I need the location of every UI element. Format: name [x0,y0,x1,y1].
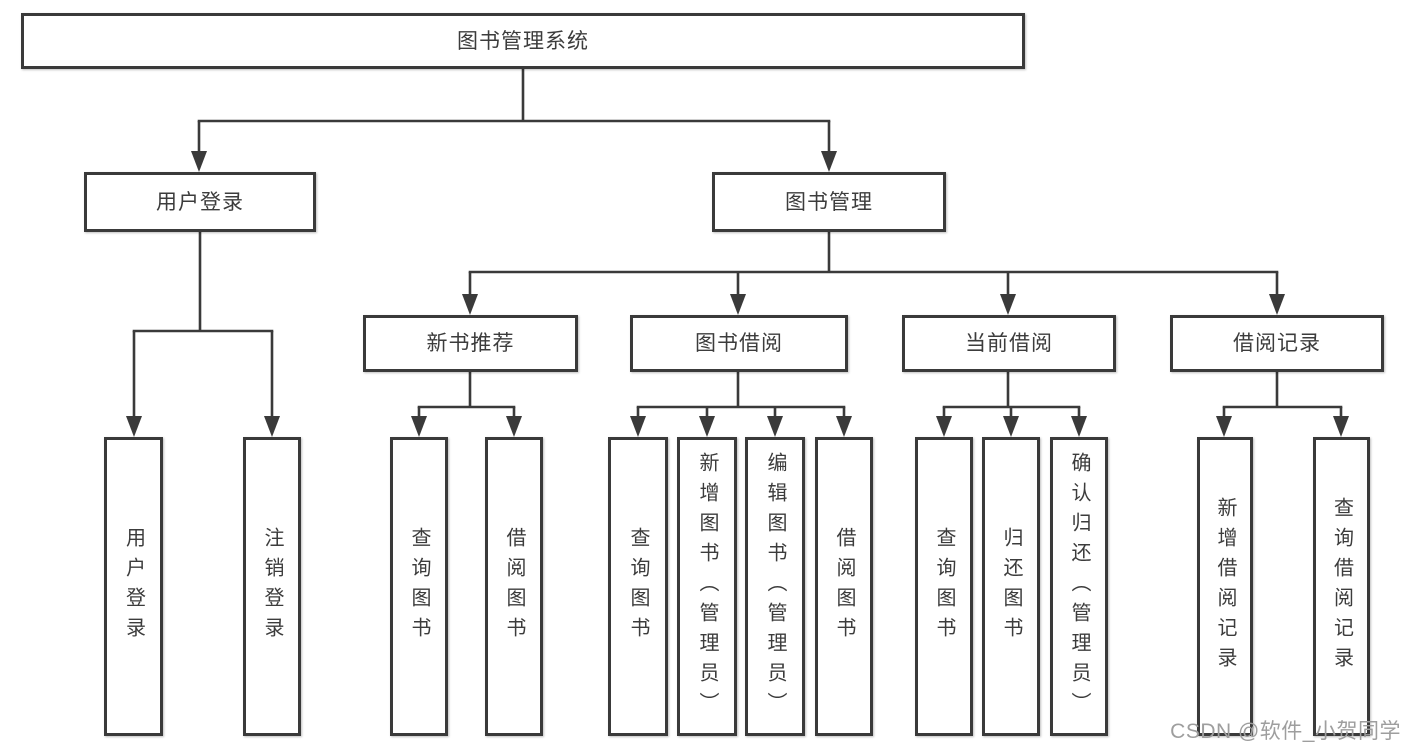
leaf-add-borrow-record: 新增借阅记录 [1197,437,1253,736]
leaf-borrow-books-recommend: 借阅图书 [485,437,543,736]
node-library-management-system: 图书管理系统 [21,13,1025,69]
csdn-watermark: CSDN @软件_小贺同学 [1170,720,1401,743]
node-user-login: 用户登录 [84,172,316,232]
leaf-query-books-current: 查询图书 [915,437,973,736]
leaf-user-login: 用户登录 [104,437,163,736]
node-book-management: 图书管理 [712,172,946,232]
leaf-query-books-recommend: 查询图书 [390,437,448,736]
arrowheads [126,151,1349,437]
leaf-add-books-admin: 新增图书（管理员） [677,437,737,736]
leaf-borrow-books: 借阅图书 [815,437,873,736]
leaf-logout: 注销登录 [243,437,301,736]
leaf-return-books: 归还图书 [982,437,1040,736]
node-current-borrowing: 当前借阅 [902,315,1116,372]
node-book-borrowing: 图书借阅 [630,315,848,372]
node-borrowing-records: 借阅记录 [1170,315,1384,372]
leaf-query-borrow-record: 查询借阅记录 [1313,437,1370,736]
leaf-edit-books-admin: 编辑图书（管理员） [745,437,805,736]
leaf-query-books-borrowing: 查询图书 [608,437,668,736]
leaf-confirm-return-admin: 确认归还（管理员） [1050,437,1108,736]
node-new-book-recommendation: 新书推荐 [363,315,578,372]
